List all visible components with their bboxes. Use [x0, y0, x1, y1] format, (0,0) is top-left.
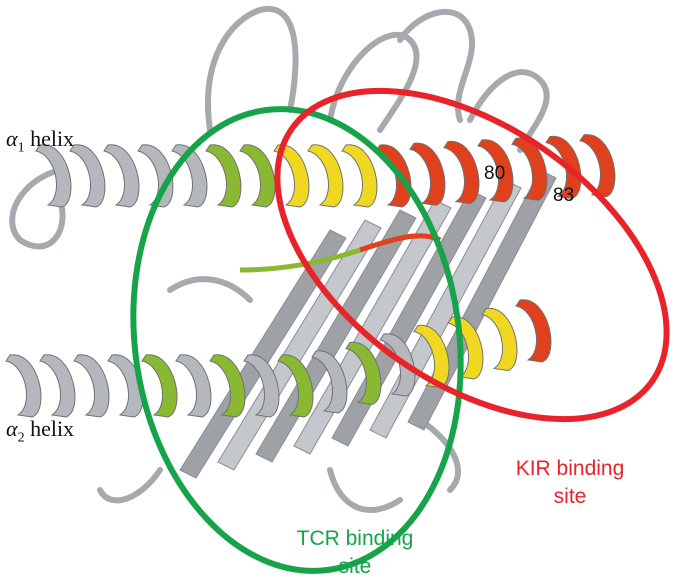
alpha1-helix-label: α1 helix: [6, 126, 74, 156]
helix-turn: [511, 137, 548, 201]
beta-strand: [217, 219, 382, 471]
helix-turn: [579, 134, 616, 198]
helix-turn: [545, 135, 582, 200]
tcr-binding-ellipse: [130, 106, 464, 574]
kir-binding-site-label: KIR binding site: [490, 455, 650, 511]
tcr-binding-site-label: TCR binding site: [270, 525, 440, 581]
tcr-line2: site: [338, 555, 372, 578]
helix-turn: [35, 144, 72, 208]
alpha2-helix-label: α2 helix: [6, 416, 74, 446]
loop-regions: [9, 5, 550, 513]
kir-binding-ellipse: [274, 87, 670, 423]
helix-turn: [39, 354, 76, 418]
helix-turn: [243, 354, 280, 418]
helix-turn: [273, 144, 310, 208]
beta-strand: [179, 229, 347, 479]
residue-80-label: 80: [484, 163, 506, 184]
kir-line1: KIR binding: [515, 457, 625, 480]
helix-turn: [239, 144, 276, 208]
helix-turn: [345, 341, 382, 406]
helix-turn: [379, 333, 416, 397]
helix-turn: [477, 139, 514, 203]
helix-turn: [141, 354, 178, 418]
helix-turn: [409, 142, 446, 206]
helix-text: helix: [30, 126, 75, 151]
helix-turn: [307, 144, 344, 208]
helix-turn: [277, 354, 314, 418]
tcr-line1: TCR binding: [296, 527, 414, 550]
beta-strand: [255, 209, 417, 463]
helix-turn: [341, 144, 378, 208]
alpha1-helix-ribbon: [35, 134, 616, 208]
helix-turn: [443, 141, 480, 205]
helix-turn: [103, 144, 140, 208]
helix-turn: [311, 350, 348, 414]
alpha-symbol: α: [6, 126, 18, 151]
helix-turn: [481, 307, 518, 372]
helix-turn: [69, 144, 106, 208]
helix-turn: [175, 354, 212, 418]
helix-turn: [73, 354, 110, 418]
helix-turn: [515, 299, 552, 363]
kir-line2: site: [553, 485, 587, 508]
alpha-symbol: α: [6, 416, 18, 441]
helix-turn: [209, 354, 246, 418]
helix-text: helix: [30, 416, 75, 441]
subscript: 1: [17, 140, 25, 156]
helix-turn: [205, 144, 242, 208]
helix-turn: [107, 354, 144, 418]
subscript: 2: [17, 430, 25, 446]
helix-turn: [5, 354, 42, 418]
residue-83-label: 83: [553, 185, 575, 206]
